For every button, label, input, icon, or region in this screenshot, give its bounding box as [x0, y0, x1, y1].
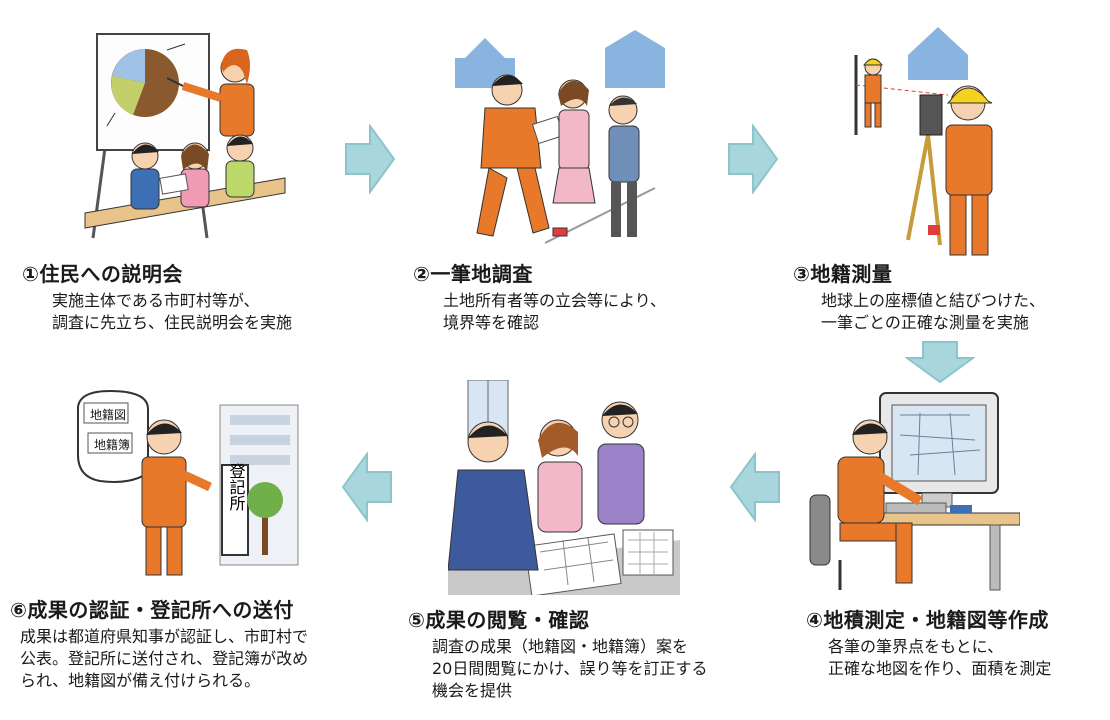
step-title: ④地積測定・地籍図等作成	[806, 608, 1049, 632]
step-title: ②一筆地調査	[413, 262, 533, 286]
illustration-boundary-check	[455, 28, 665, 250]
arrow-right-icon	[727, 122, 779, 198]
step-2-parcel-survey: ②一筆地調査 土地所有者等の立会等により、 境界等を確認	[413, 262, 666, 334]
step-title: ①住民への説明会	[22, 262, 183, 286]
step-5-inspection: ⑤成果の閲覧・確認 調査の成果（地籍図・地籍簿）案を 20日間閲覧にかけ、誤り等…	[408, 608, 708, 702]
step-description-line: 正確な地図を作り、面積を測定	[828, 659, 1052, 678]
step-description-line: 成果は都道府県知事が認証し、市町村で	[20, 627, 309, 646]
step-title: ⑥成果の認証・登記所への送付	[10, 598, 294, 622]
step-description-line: 20日間閲覧にかけ、誤り等を訂正する	[432, 659, 708, 678]
illustration-surveying	[828, 25, 1008, 265]
step-description-line: 地球上の座標値と結びつけた、	[821, 291, 1046, 310]
step-4-map-creation: ④地積測定・地籍図等作成 各筆の筆界点をもとに、 正確な地図を作り、面積を測定	[806, 608, 1051, 680]
arrow-down-icon	[903, 340, 977, 388]
step-6-certification: ⑥成果の認証・登記所への送付 成果は都道府県知事が認証し、市町村で 公表。登記所…	[10, 598, 308, 692]
step-description-line: 一筆ごとの正確な測量を実施	[821, 313, 1029, 332]
step-description-line: 調査に先立ち、住民説明会を実施	[52, 313, 293, 332]
arrow-left-icon	[341, 450, 393, 526]
step-title: ③地籍測量	[793, 262, 893, 286]
registry-sign-char-1: 登記所	[227, 463, 246, 511]
arrow-left-icon	[729, 450, 781, 526]
step-title: ⑤成果の閲覧・確認	[408, 608, 590, 632]
illustration-registry: 登記所	[70, 385, 300, 585]
step-description-line: 実施主体である市町村等が、	[52, 291, 260, 310]
step-description-line: 調査の成果（地籍図・地籍簿）案を	[432, 637, 689, 656]
illustration-briefing	[75, 28, 295, 250]
step-description-line: 土地所有者等の立会等により、	[443, 291, 667, 310]
step-description-line: 境界等を確認	[443, 313, 540, 332]
step-1-briefing: ①住民への説明会 実施主体である市町村等が、 調査に先立ち、住民説明会を実施	[22, 262, 292, 334]
arrow-right-icon	[344, 122, 396, 198]
step-description-line: 機会を提供	[432, 681, 513, 700]
step-3-cadastral-survey: ③地籍測量 地球上の座標値と結びつけた、 一筆ごとの正確な測量を実施	[793, 262, 1045, 334]
illustration-inspection	[448, 380, 680, 595]
board-label-chisekibo: 地籍簿	[93, 438, 130, 452]
step-description-line: 公表。登記所に送付され、登記簿が改め	[20, 649, 309, 668]
board-label-chizuzu: 地籍図	[89, 408, 126, 422]
step-description-line: 各筆の筆界点をもとに、	[828, 637, 1004, 656]
illustration-map-creation	[800, 385, 1020, 595]
step-description-line: られ、地籍図が備え付けられる。	[20, 671, 261, 690]
